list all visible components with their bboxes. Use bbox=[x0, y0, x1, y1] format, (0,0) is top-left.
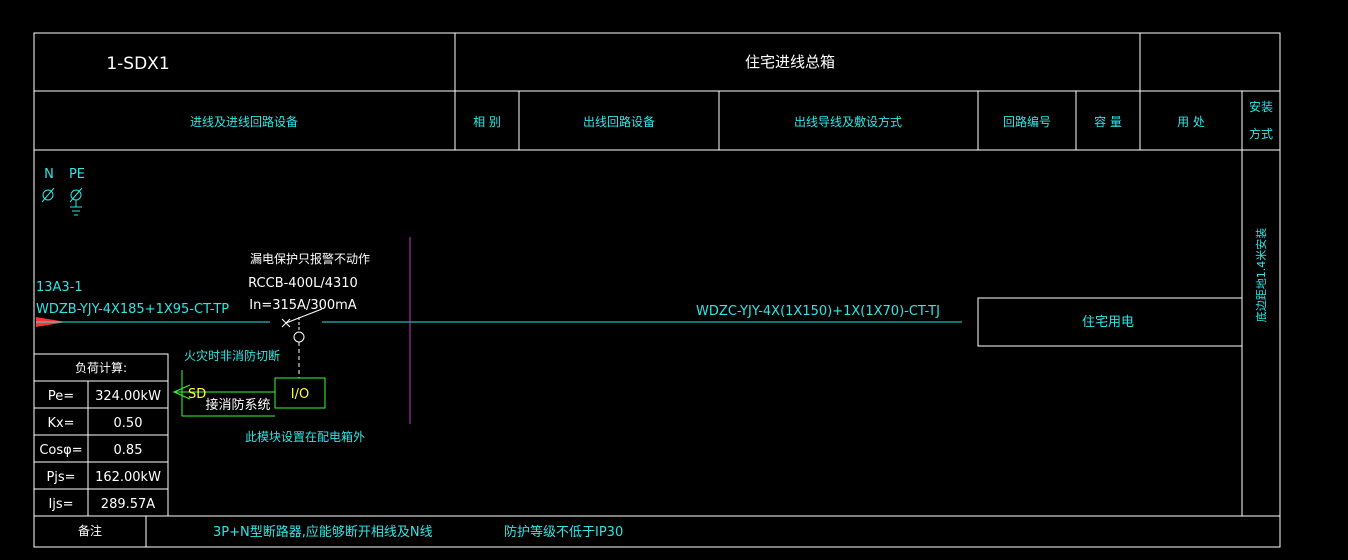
outgoing-usage: 住宅用电 bbox=[1082, 315, 1134, 330]
terminal-n-symbol bbox=[41, 187, 55, 203]
load-calc-value-ijs: 289.57A bbox=[101, 497, 155, 512]
box-id: 1-SDX1 bbox=[106, 54, 169, 74]
breaker-rating: In=315A/300mA bbox=[249, 298, 357, 313]
terminal-n-label: N bbox=[44, 167, 54, 182]
load-calc-rows: Pe= 324.00kW Kx= 0.50 Cosφ= 0.85 Pjs= 16… bbox=[39, 389, 161, 512]
remarks-label: 备注 bbox=[78, 523, 102, 538]
remarks-note-breaker: 3P+N型断路器,应能够断开相线及N线 bbox=[213, 524, 433, 540]
remarks-note-protection: 防护等级不低于IP30 bbox=[504, 524, 623, 540]
col-phase: 相 别 bbox=[473, 115, 501, 129]
fire-link-label: 接消防系统 bbox=[205, 397, 270, 413]
fire-link-lines bbox=[172, 370, 275, 417]
fire-cutoff-note: 火灾时非消防切断 bbox=[184, 348, 280, 363]
outgoing-cable-spec: WDZC-YJY-4X(1X150)+1X(1X70)-CT-TJ bbox=[696, 304, 940, 319]
col-usage: 用 处 bbox=[1177, 115, 1205, 129]
load-calc-value-kx: 0.50 bbox=[114, 416, 143, 431]
box-title: 住宅进线总箱 bbox=[745, 53, 835, 71]
load-calc-value-cos: 0.85 bbox=[114, 443, 143, 458]
load-calc-label-ijs: Ijs= bbox=[48, 497, 73, 512]
fire-signal-label: SD bbox=[188, 387, 206, 402]
outer-border bbox=[33, 32, 1281, 548]
table-frame bbox=[33, 32, 1281, 548]
col-outgoing-equipment: 出线回路设备 bbox=[583, 114, 655, 129]
breaker-switch-icon bbox=[270, 308, 323, 378]
col-incoming-equipment: 进线及进线回路设备 bbox=[190, 114, 298, 129]
ground-icon bbox=[69, 187, 83, 216]
col-circuit-no: 回路编号 bbox=[1003, 114, 1051, 129]
load-calc-label-pe: Pe= bbox=[48, 389, 74, 404]
incoming-circuit-ref: 13A3-1 bbox=[36, 280, 83, 295]
col-capacity: 容 量 bbox=[1094, 114, 1122, 129]
terminal-pe-label: PE bbox=[69, 167, 85, 182]
column-headers: 进线及进线回路设备 相 别 出线回路设备 出线导线及敷设方式 回路编号 容 量 … bbox=[190, 99, 1273, 141]
col-install-line1: 安装 bbox=[1249, 99, 1273, 114]
load-calc-label-kx: Kx= bbox=[47, 416, 74, 431]
incoming-cable-spec: WDZB-YJY-4X185+1X95-CT-TP bbox=[36, 302, 229, 317]
install-method-text: 底边距地1.4米安装 bbox=[1254, 228, 1268, 323]
module-location-note: 此模块设置在配电箱外 bbox=[245, 429, 365, 444]
breaker-title: 漏电保护只报警不动作 bbox=[250, 251, 370, 266]
io-module-box bbox=[274, 377, 326, 409]
breaker-model: RCCB-400L/4310 bbox=[248, 276, 358, 291]
load-calc-label-pjs: Pjs= bbox=[46, 470, 75, 485]
io-module-label: I/O bbox=[291, 387, 309, 402]
terminals: N PE bbox=[41, 167, 85, 216]
load-calc-value-pe: 324.00kW bbox=[95, 389, 161, 404]
load-calc-label-cos: Cosφ= bbox=[39, 443, 82, 458]
col-outgoing-cable-method: 出线导线及敷设方式 bbox=[794, 114, 902, 129]
load-calc-title: 负荷计算: bbox=[75, 360, 127, 375]
load-calc-value-pjs: 162.00kW bbox=[95, 470, 161, 485]
col-install-line2: 方式 bbox=[1249, 126, 1273, 141]
usage-box bbox=[977, 297, 1243, 347]
